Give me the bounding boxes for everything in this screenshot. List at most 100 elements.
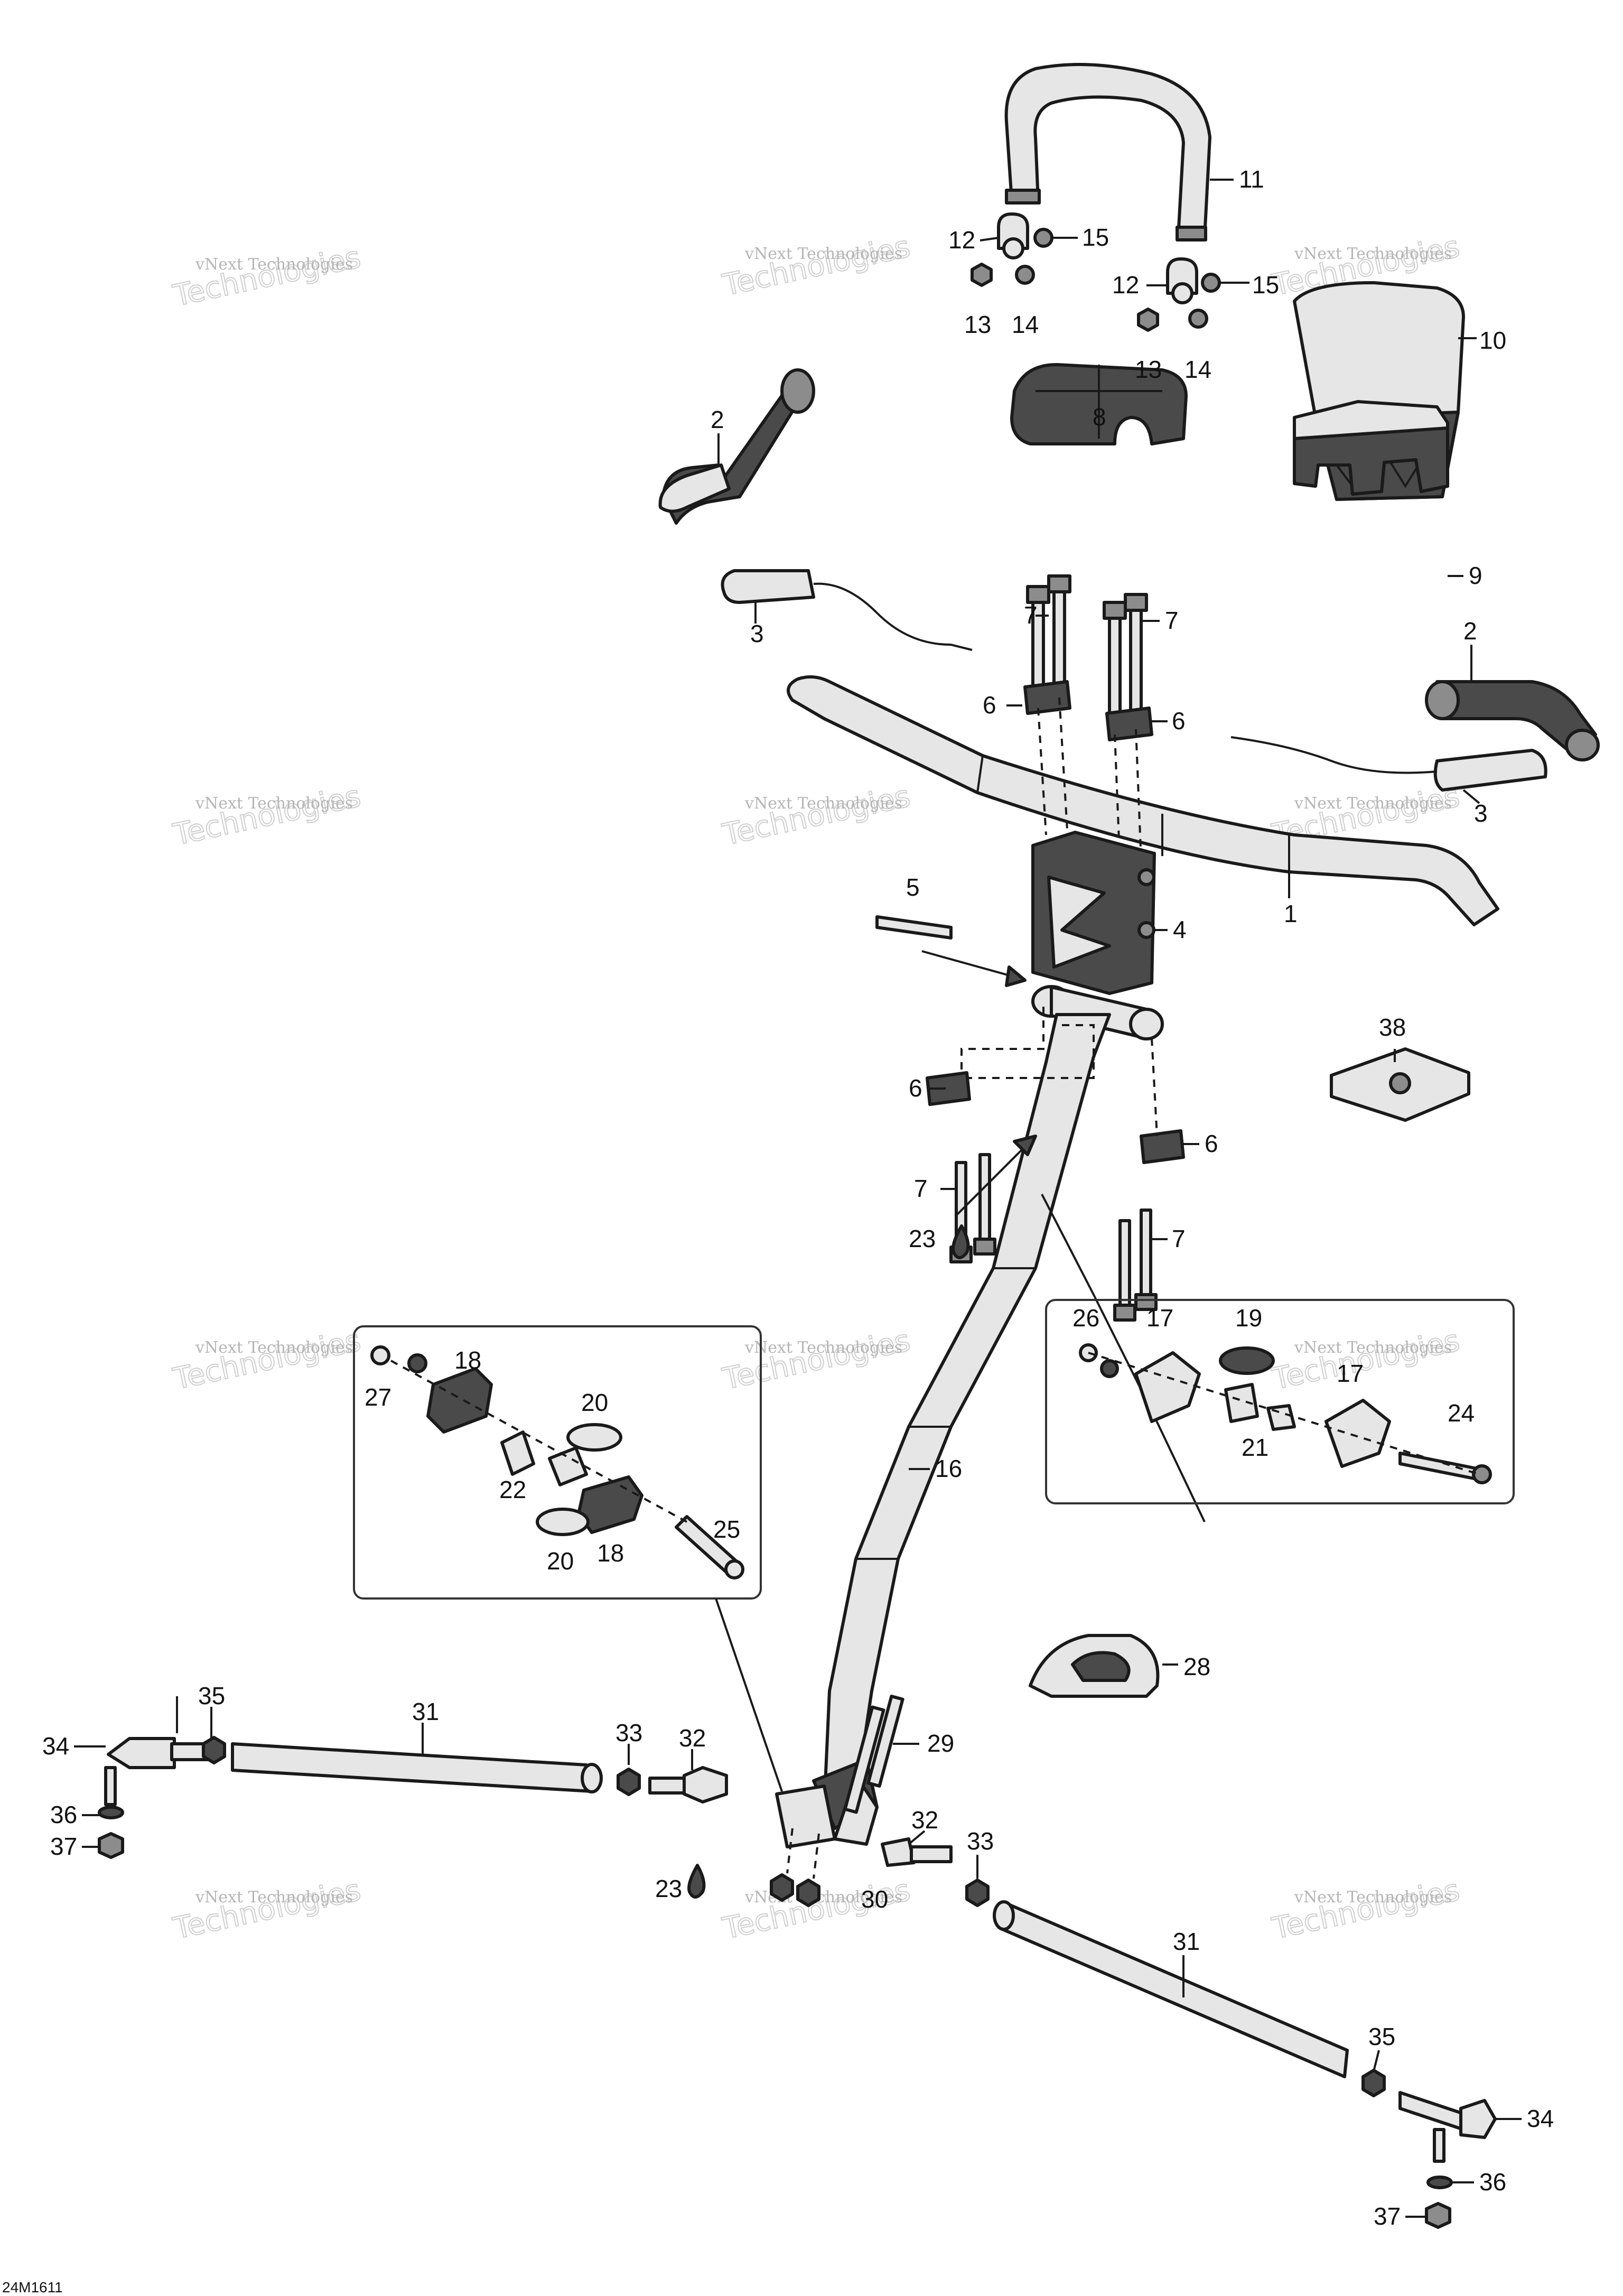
callout-32: 32 — [911, 1806, 938, 1834]
part-2-grip-left — [658, 368, 815, 525]
watermark: Technologies vNext Technologies — [170, 778, 364, 853]
watermark: Technologies vNext Technologies — [1268, 1872, 1463, 1947]
leader-lines — [74, 179, 1522, 2218]
part-1-handlebar — [787, 675, 1499, 926]
callout-33: 33 — [967, 1827, 994, 1855]
callout-20: 20 — [547, 1547, 574, 1575]
callout-13: 13 — [1135, 356, 1162, 383]
callout-37: 37 — [50, 1833, 77, 1860]
tie-rod-left — [98, 1736, 728, 1859]
callout-19: 19 — [1235, 1304, 1262, 1332]
svg-text:vNext Technologies: vNext Technologies — [195, 255, 353, 274]
callout-18: 18 — [454, 1346, 481, 1374]
callout-7: 7 — [1172, 1225, 1186, 1252]
callout-33: 33 — [615, 1719, 642, 1746]
callout-34: 34 — [1527, 2105, 1554, 2132]
callout-20: 20 — [581, 1389, 608, 1416]
callout-12: 12 — [1112, 271, 1139, 299]
callout-6: 6 — [909, 1074, 922, 1102]
inset-right — [1045, 1299, 1515, 1504]
part-5-strip — [875, 915, 1027, 987]
callout-36: 36 — [1479, 2168, 1506, 2196]
callout-14: 14 — [1184, 356, 1211, 383]
svg-text:vNext Technologies: vNext Technologies — [195, 794, 353, 813]
callout-15: 15 — [1082, 224, 1109, 251]
watermark: Technologies vNext Technologies — [170, 1323, 364, 1397]
callout-7: 7 — [914, 1175, 928, 1202]
callout-10: 10 — [1479, 327, 1506, 354]
callout-labels: 11 12 15 13 14 12 15 13 14 10 8 9 2 2 3 … — [42, 165, 1554, 2230]
oil-drop-icon — [687, 1864, 706, 1899]
callout-37: 37 — [1374, 2202, 1401, 2230]
part-16-column — [775, 985, 1164, 1848]
callout-18: 18 — [597, 1539, 624, 1567]
callout-36: 36 — [50, 1801, 77, 1828]
callout-34: 34 — [42, 1732, 69, 1760]
svg-text:Technologies: Technologies — [170, 1323, 363, 1397]
callout-7: 7 — [1024, 601, 1038, 629]
callout-23: 23 — [909, 1225, 936, 1252]
svg-text:vNext Technologies: vNext Technologies — [744, 245, 902, 263]
part-6-clamps-top — [1023, 680, 1153, 741]
part-3-grip-right — [1230, 736, 1547, 792]
watermark: Technologies vNext Technologies — [719, 229, 913, 303]
inset-leader-left — [715, 1598, 783, 1792]
part-12-15-clamp-set-right — [1137, 257, 1221, 332]
callout-6: 6 — [1172, 707, 1186, 735]
callout-35: 35 — [1368, 2023, 1395, 2050]
svg-text:vNext Technologies: vNext Technologies — [744, 794, 902, 813]
callout-2: 2 — [1463, 617, 1477, 645]
oil-drop-icon — [952, 1224, 970, 1259]
part-12-15-clamp-set-left — [971, 212, 1053, 287]
callout-11: 11 — [1239, 165, 1264, 193]
callout-9: 9 — [1469, 562, 1482, 589]
oil-application-arrows — [955, 1135, 1206, 1522]
part-28-plate — [1029, 1634, 1160, 1698]
callout-4: 4 — [1173, 916, 1187, 943]
drawing-code: 24M1611 — [2, 2279, 63, 2295]
svg-text:vNext Technologies: vNext Technologies — [195, 1338, 353, 1357]
svg-text:Technologies: Technologies — [720, 1323, 913, 1397]
part-7-bolts-top — [1026, 574, 1148, 723]
callout-3: 3 — [1474, 800, 1488, 827]
callout-16: 16 — [935, 1455, 962, 1482]
callout-7: 7 — [1165, 607, 1179, 634]
svg-text:Technologies: Technologies — [170, 1873, 363, 1946]
callout-32: 32 — [679, 1724, 706, 1752]
callout-31: 31 — [412, 1698, 439, 1725]
svg-text:vNext Technologies: vNext Technologies — [1294, 1338, 1452, 1357]
callout-3: 3 — [750, 620, 764, 647]
part-2-grip-right — [1425, 680, 1600, 761]
svg-text:Technologies: Technologies — [1269, 1873, 1462, 1946]
svg-text:Technologies: Technologies — [1269, 1323, 1462, 1397]
callout-38: 38 — [1379, 1014, 1406, 1041]
svg-text:vNext Technologies: vNext Technologies — [1294, 794, 1452, 813]
callout-30: 30 — [861, 1885, 888, 1913]
watermark: Technologies vNext Technologies — [1268, 1323, 1463, 1397]
svg-text:Technologies: Technologies — [170, 240, 363, 313]
callout-21: 21 — [1242, 1434, 1268, 1461]
callout-1: 1 — [1284, 900, 1298, 927]
callout-24: 24 — [1448, 1399, 1475, 1427]
watermark: Technologies vNext Technologies — [719, 1323, 913, 1397]
svg-text:vNext Technologies: vNext Technologies — [744, 1338, 902, 1357]
part-29-bolts — [843, 1695, 904, 1814]
svg-text:vNext Technologies: vNext Technologies — [1294, 245, 1452, 263]
callout-6: 6 — [1205, 1130, 1218, 1157]
callout-8: 8 — [1093, 403, 1106, 431]
callout-15: 15 — [1252, 271, 1279, 299]
callout-14: 14 — [1012, 311, 1039, 338]
callout-35: 35 — [198, 1682, 225, 1709]
callout-17: 17 — [1146, 1304, 1173, 1332]
callout-28: 28 — [1183, 1653, 1210, 1680]
inset-left — [353, 1325, 762, 1600]
part-4-riser — [1031, 831, 1156, 995]
callout-5: 5 — [906, 873, 920, 901]
watermark-group: Technologies vNext Technologies Technolo… — [170, 229, 1463, 1947]
part-11-handle-loop — [1004, 63, 1211, 241]
callout-6: 6 — [983, 691, 996, 719]
svg-text:vNext Technologies: vNext Technologies — [1294, 1888, 1452, 1907]
part-30-nuts — [770, 1828, 820, 1907]
svg-text:Technologies: Technologies — [720, 779, 913, 852]
